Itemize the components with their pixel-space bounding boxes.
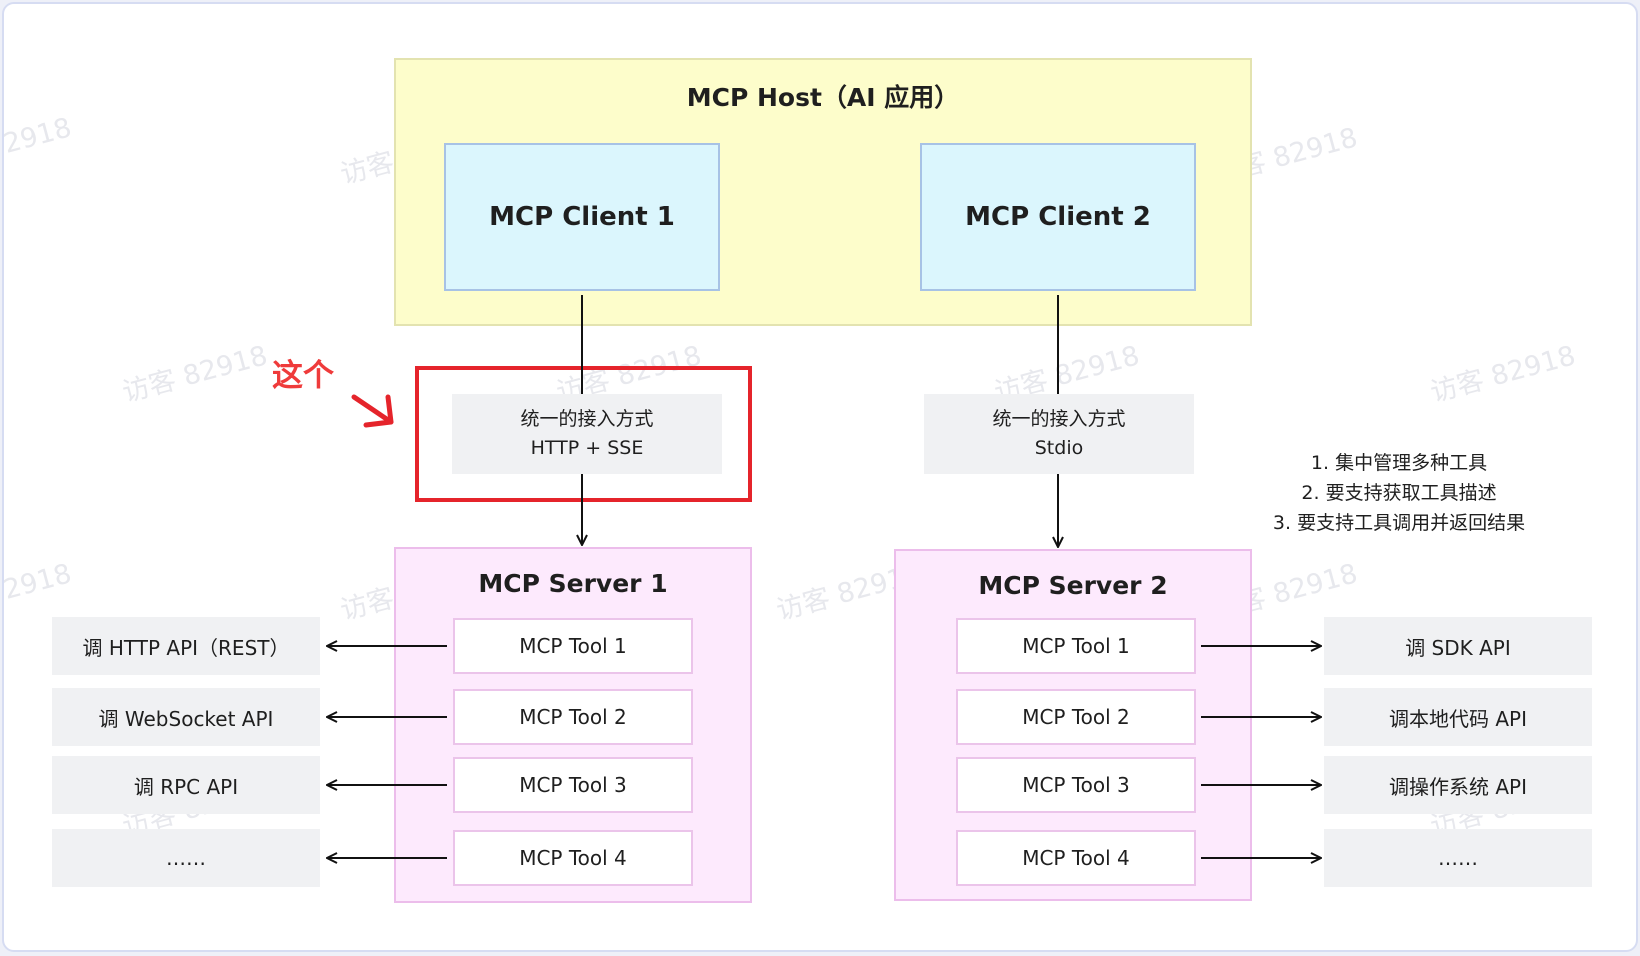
tool-label: MCP Tool 1 bbox=[1022, 634, 1130, 658]
tool-label: MCP Tool 3 bbox=[1022, 773, 1130, 797]
connector-layer bbox=[4, 295, 1638, 952]
mcp-client-2-label: MCP Client 2 bbox=[965, 202, 1151, 232]
access-method-1: 统一的接入方式 HTTP + SSE bbox=[452, 394, 722, 474]
server-1-tool-1: MCP Tool 1 bbox=[453, 618, 693, 674]
right-api-4: …… bbox=[1324, 829, 1592, 887]
server-2-tool-4: MCP Tool 4 bbox=[956, 830, 1196, 886]
api-label: 调 SDK API bbox=[1405, 635, 1511, 660]
tool-label: MCP Tool 2 bbox=[519, 705, 627, 729]
mcp-client-1-label: MCP Client 1 bbox=[489, 202, 675, 232]
note-line-1: 1. 集中管理多种工具 bbox=[1310, 452, 1488, 474]
tool-label: MCP Tool 4 bbox=[1022, 846, 1130, 870]
api-label: 调操作系统 API bbox=[1389, 774, 1527, 799]
api-label: 调 RPC API bbox=[133, 774, 239, 799]
server-1-tool-3: MCP Tool 3 bbox=[453, 757, 693, 813]
left-api-1: 调 HTTP API（REST） bbox=[52, 617, 320, 675]
note-line-2: 2. 要支持获取工具描述 bbox=[1301, 482, 1497, 504]
access-method-2-line2: Stdio bbox=[1034, 437, 1084, 459]
right-api-2: 调本地代码 API bbox=[1324, 688, 1592, 746]
server-1-tool-4: MCP Tool 4 bbox=[453, 830, 693, 886]
access-method-1-line2: HTTP + SSE bbox=[530, 437, 644, 459]
left-api-4: …… bbox=[52, 829, 320, 887]
tool-label: MCP Tool 4 bbox=[519, 846, 627, 870]
api-label: 调 WebSocket API bbox=[98, 706, 274, 731]
annotation-highlight-box bbox=[415, 366, 752, 502]
server-requirements-notes: 1. 集中管理多种工具 2. 要支持获取工具描述 3. 要支持工具调用并返回结果 bbox=[1244, 448, 1554, 538]
mcp-server-1-title: MCP Server 1 bbox=[478, 569, 668, 598]
tool-label: MCP Tool 3 bbox=[519, 773, 627, 797]
tool-label: MCP Tool 1 bbox=[519, 634, 627, 658]
api-label: …… bbox=[166, 846, 206, 870]
mcp-client-1-box: MCP Client 1 bbox=[444, 143, 720, 291]
api-label: 调本地代码 API bbox=[1389, 706, 1527, 731]
server-1-tool-2: MCP Tool 2 bbox=[453, 689, 693, 745]
right-api-3: 调操作系统 API bbox=[1324, 756, 1592, 814]
mcp-server-2-title: MCP Server 2 bbox=[978, 571, 1168, 600]
server-2-tool-1: MCP Tool 1 bbox=[956, 618, 1196, 674]
api-label: …… bbox=[1438, 846, 1478, 870]
mcp-client-2-box: MCP Client 2 bbox=[920, 143, 1196, 291]
mcp-host-title: MCP Host（AI 应用） bbox=[686, 83, 960, 112]
tool-label: MCP Tool 2 bbox=[1022, 705, 1130, 729]
note-line-3: 3. 要支持工具调用并返回结果 bbox=[1272, 512, 1526, 534]
access-method-2-line1: 统一的接入方式 bbox=[992, 408, 1126, 430]
left-api-2: 调 WebSocket API bbox=[52, 688, 320, 746]
server-2-tool-2: MCP Tool 2 bbox=[956, 689, 1196, 745]
left-api-3: 调 RPC API bbox=[52, 756, 320, 814]
access-method-1-line1: 统一的接入方式 bbox=[520, 408, 654, 430]
annotation-arrow bbox=[351, 394, 394, 428]
api-label: 调 HTTP API（REST） bbox=[82, 635, 290, 660]
annotation-label: 这个 bbox=[272, 358, 334, 394]
right-api-1: 调 SDK API bbox=[1324, 617, 1592, 675]
server-2-tool-3: MCP Tool 3 bbox=[956, 757, 1196, 813]
access-method-2: 统一的接入方式 Stdio bbox=[924, 394, 1194, 474]
